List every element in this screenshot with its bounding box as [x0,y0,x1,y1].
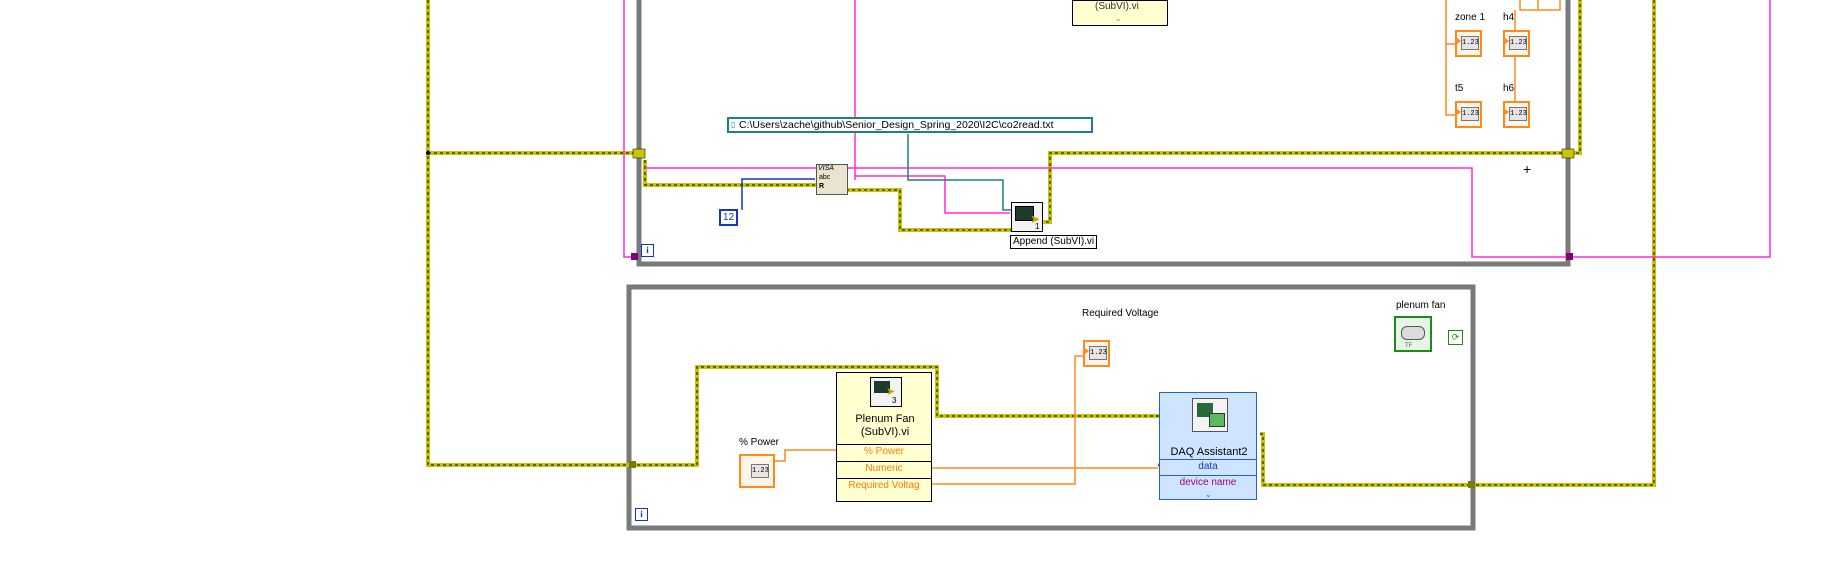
graph-icon [1015,206,1034,221]
bottom-loop-iteration-terminal: i [635,508,648,521]
required-voltage-label: Required Voltage [1082,308,1159,319]
bottom-while-loop-border [626,284,1476,531]
h4-value: 1.23 [1509,36,1527,50]
arrow-icon: ➤ [1030,212,1041,226]
required-voltage-indicator[interactable]: 1.23 [1083,340,1110,367]
power-value: 1.23 [751,464,769,478]
daq-icon [1192,398,1228,432]
daq-title: DAQ Assistant2 [1170,446,1248,458]
visa-read-node[interactable]: VISA abc R [816,164,848,195]
path-icon: ▯ [731,120,736,129]
plenum-fan-control[interactable]: TF [1394,316,1432,352]
visa-sub-label: abc [819,174,831,181]
zone1-indicator[interactable]: 1.23 [1455,30,1482,57]
input-arrow-icon [1085,348,1089,354]
byte-count-value: 12 [722,212,735,223]
upper-subvi-node[interactable]: (SubVI).vi ⌄ [1072,0,1168,26]
plenum-fan-label: plenum fan [1396,300,1446,311]
chevron-down-icon: ⌄ [1115,14,1122,23]
zone1-value: 1.23 [1461,36,1479,50]
upper-subvi-caption: (SubVI).vi [1095,1,1139,12]
h4-indicator[interactable]: 1.23 [1503,30,1530,57]
plenum-subvi-badge: 3 [892,396,897,405]
indicator-label-h4: h4 [1503,12,1515,23]
subvi-graph-icon: ➤ 3 [870,377,902,407]
chevron-down-icon: ⌄ [1205,490,1212,499]
append-subvi-label: Append (SubVI).vi [1010,235,1098,249]
byte-count-constant[interactable]: 12 [719,209,738,226]
plenum-subvi-subtitle: (SubVI).vi [860,426,910,438]
indicator-label-zone1: zone 1 [1455,12,1486,23]
required-voltage-value: 1.23 [1089,346,1107,360]
h6-indicator[interactable]: 1.23 [1503,101,1530,128]
t5-indicator[interactable]: 1.23 [1455,101,1482,128]
append-badge: 1 [1035,222,1040,231]
plenum-terminal-numeric[interactable]: Numeric [837,461,931,474]
loop-stop-icon[interactable]: ⟳ [1448,330,1463,345]
plenum-terminal-required-voltage[interactable]: Required Voltag [837,478,931,491]
read-icon: R [819,183,825,190]
visa-label: VISA [818,165,834,172]
daq-terminal-data[interactable]: data [1160,459,1256,472]
t5-value: 1.23 [1461,107,1479,121]
power-label: % Power [739,437,780,448]
append-subvi-icon[interactable]: ➤ 1 [1011,202,1043,232]
top-loop-iteration-terminal: i [641,244,654,257]
input-arrow-icon [1457,38,1461,44]
indicator-label-h6: h6 [1503,83,1515,94]
plenum-fan-subvi[interactable]: ➤ 3 Plenum Fan (SubVI).vi % Power Numeri… [836,372,932,502]
input-arrow-icon [1457,109,1461,115]
h6-value: 1.23 [1509,107,1527,121]
input-arrow-icon [1505,38,1509,44]
plenum-subvi-title: Plenum Fan [855,413,915,425]
file-path-text: C:\Users\zache\github\Senior_Design_Spri… [739,119,1054,131]
input-arrow-icon [1505,109,1509,115]
task-icon [1401,326,1425,340]
crosshair-cursor-icon: + [1523,161,1532,177]
plenum-terminal-power[interactable]: % Power [837,444,931,457]
power-control[interactable]: 1.23 [739,454,775,488]
daq-terminal-device-name[interactable]: device name [1160,475,1256,488]
indicator-label-t5: t5 [1455,83,1464,94]
file-path-constant[interactable]: ▯ C:\Users\zache\github\Senior_Design_Sp… [727,117,1093,133]
top-while-loop-border [636,0,1571,267]
daq-assistant-node[interactable]: DAQ Assistant2 data device name ⌄ [1159,392,1257,500]
tf-icon: TF [1405,343,1413,349]
